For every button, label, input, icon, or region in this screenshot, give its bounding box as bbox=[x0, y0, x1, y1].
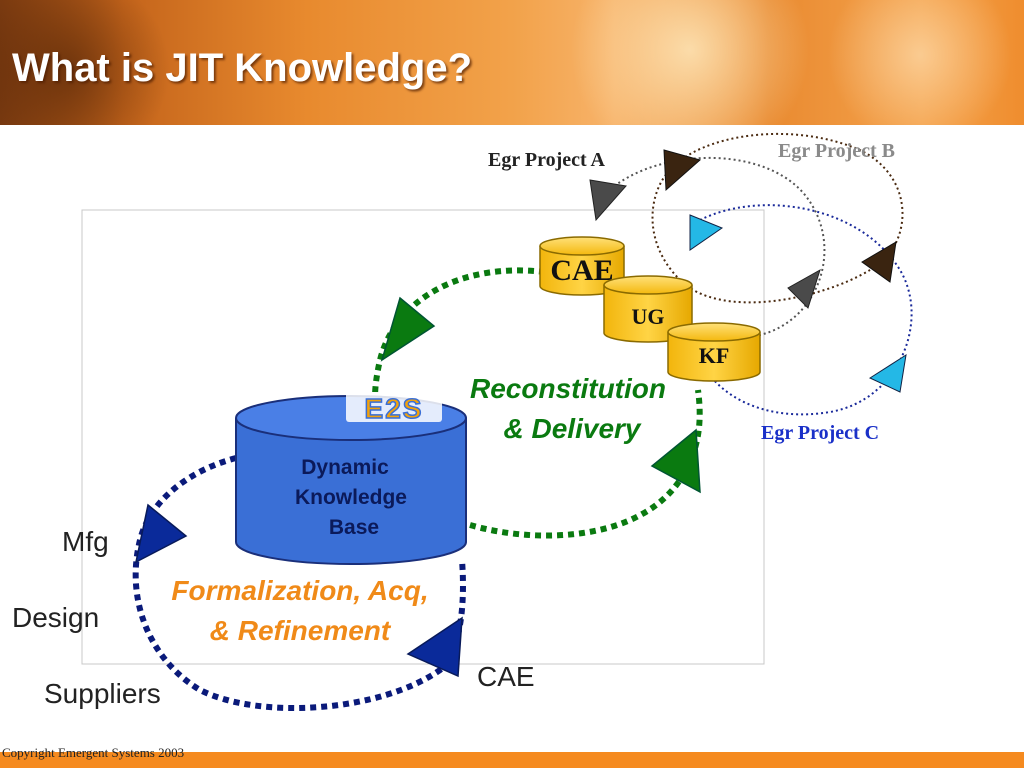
ug-database-cylinder bbox=[603, 275, 693, 343]
knowledge-base-label-line2: Knowledge bbox=[295, 486, 407, 509]
project-a-arrow-icon-2 bbox=[787, 268, 821, 309]
kf-database-cylinder bbox=[667, 322, 761, 382]
slide-title: What is JIT Knowledge? bbox=[12, 46, 473, 90]
source-suppliers-label: Suppliers bbox=[44, 678, 161, 709]
project-b-label: Egr Project B bbox=[778, 140, 895, 162]
project-c-arrow-icon bbox=[689, 214, 724, 251]
formalization-label-line1: Formalization, Acq, bbox=[171, 575, 428, 606]
project-a-label: Egr Project A bbox=[488, 149, 606, 171]
content-frame bbox=[81, 209, 765, 665]
source-cae-label: CAE bbox=[477, 661, 535, 692]
ug-database-label: UG bbox=[632, 304, 665, 329]
formalization-label-line2: & Refinement bbox=[210, 615, 392, 646]
source-design-label: Design bbox=[12, 602, 99, 633]
reconstitution-label-line2: & Delivery bbox=[504, 413, 642, 444]
formalization-arrow-icon-2 bbox=[406, 616, 463, 678]
cae-database-label: CAE bbox=[550, 254, 613, 287]
project-a-loop bbox=[599, 157, 826, 336]
reconstitution-label-line1: Reconstitution bbox=[470, 373, 666, 404]
header-light-glow bbox=[560, 0, 820, 125]
copyright-text: Copyright Emergent Systems 2003 bbox=[2, 745, 185, 760]
header-dark-glow bbox=[0, 0, 180, 125]
e2s-logo-text: E2S bbox=[365, 393, 424, 424]
header-light-glow-right bbox=[820, 0, 1020, 125]
slide-header bbox=[0, 0, 1024, 125]
project-c-label: Egr Project C bbox=[761, 422, 879, 444]
project-b-arrow-icon-2 bbox=[861, 241, 897, 283]
project-c-loop bbox=[699, 204, 913, 416]
knowledge-base-label-line1: Dynamic bbox=[301, 456, 389, 479]
project-b-arrow-icon bbox=[663, 149, 702, 192]
reconstitution-arrow-icon-2 bbox=[650, 428, 701, 494]
reconstitution-loop-lower bbox=[469, 389, 703, 539]
reconstitution-arrow-icon bbox=[380, 296, 436, 362]
cae-database-cylinder bbox=[539, 236, 625, 296]
project-a-arrow-icon bbox=[589, 179, 627, 222]
formalization-arrow-icon bbox=[134, 503, 188, 564]
knowledge-base-label-line3: Base bbox=[329, 516, 379, 539]
e2s-logo: E2S bbox=[346, 392, 442, 425]
kf-database-label: KF bbox=[699, 343, 730, 368]
footer-bar bbox=[0, 752, 1024, 768]
project-b-loop bbox=[651, 133, 904, 304]
source-mfg-label: Mfg bbox=[62, 526, 109, 557]
project-c-arrow-icon-2 bbox=[868, 353, 907, 393]
